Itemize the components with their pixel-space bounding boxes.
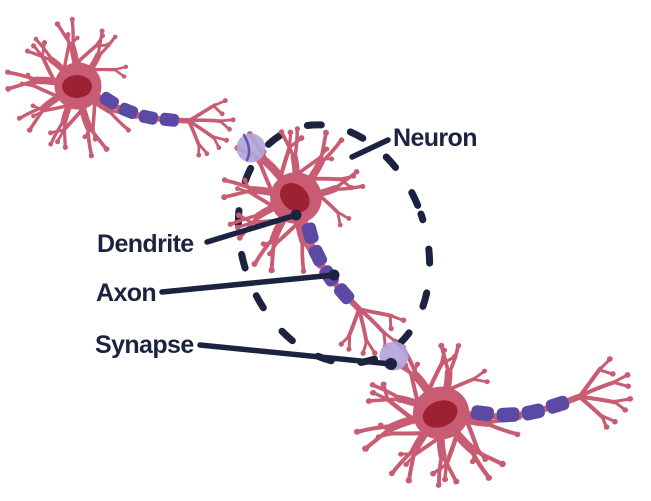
leader-line-dendrite: [204, 212, 299, 245]
leader-line-synapse: [197, 342, 394, 367]
neuron-cell-top-left: [0, 0, 252, 201]
leader-dot-synapse: [385, 358, 397, 370]
label-neuron: Neuron: [393, 124, 477, 152]
label-axon: Axon: [96, 279, 156, 307]
leader-dot-dendrite: [290, 209, 302, 221]
label-synapse: Synapse: [95, 331, 194, 359]
label-dendrite: Dendrite: [97, 230, 194, 258]
neuron-boundary-dashed-ellipse: [234, 121, 434, 367]
axon-tip-twig: [242, 133, 251, 162]
synapse-junction-top: [236, 133, 266, 163]
leader-dot-axon: [328, 269, 340, 281]
leader-line-axon: [159, 272, 337, 295]
leader-line-neuron: [349, 137, 391, 160]
